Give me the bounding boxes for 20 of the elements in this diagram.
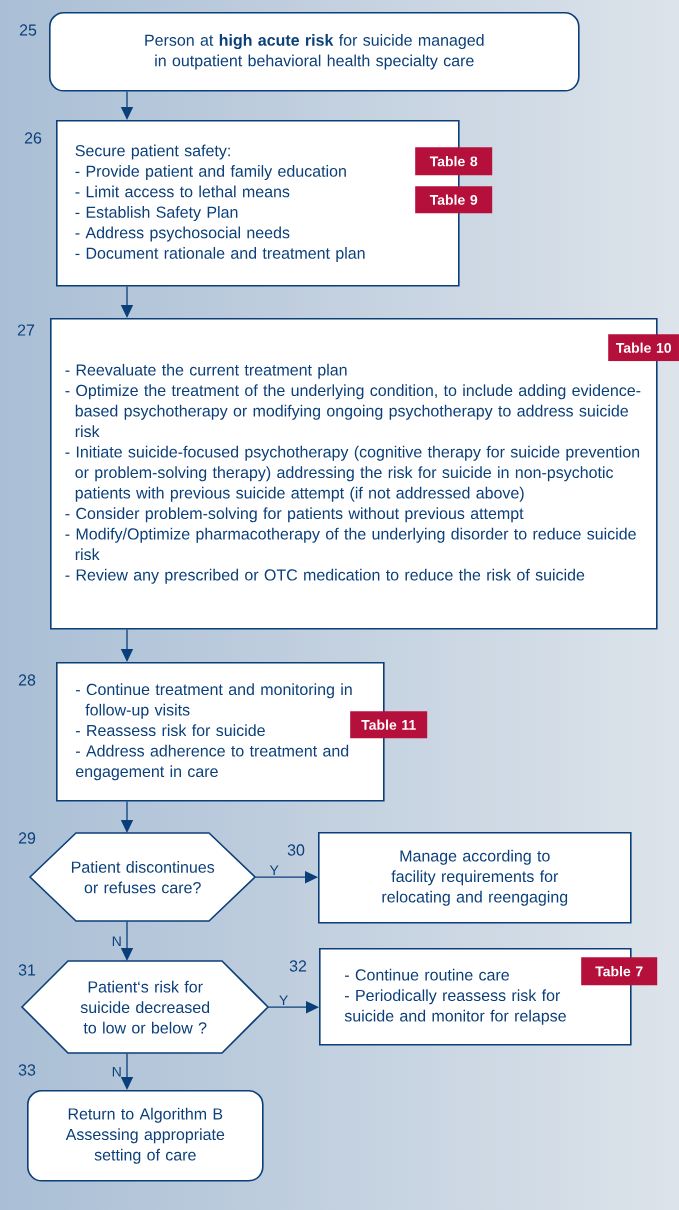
edge-label: N xyxy=(112,1066,121,1077)
table-reference-badge: Table 8 xyxy=(415,147,493,176)
edge-label: N xyxy=(112,936,121,946)
step-number: 27 xyxy=(17,324,35,336)
step-number: 31 xyxy=(18,964,36,976)
step-number: 28 xyxy=(18,674,36,686)
table-reference-badge: Table 9 xyxy=(415,186,493,214)
table-reference-badge: Table 7 xyxy=(581,957,658,986)
edge-label: Y xyxy=(279,995,288,1005)
step-number: 32 xyxy=(289,960,307,972)
process-box: Manage according to facility requirements for relocating and reengaging xyxy=(318,832,632,924)
table-reference-badge: Table 11 xyxy=(350,711,428,739)
step-number: 25 xyxy=(19,24,37,36)
terminal-box: Person at high acute risk for suicide managed in outpatient behavioral health specialty care xyxy=(49,12,580,92)
table-reference-badge: Table 10 xyxy=(608,334,679,362)
step-number: 26 xyxy=(24,132,42,144)
step-number: 33 xyxy=(18,1064,36,1076)
terminal-box: Return to Algorithm B Assessing appropriate setting of care xyxy=(27,1090,264,1182)
step-number: 30 xyxy=(287,844,305,856)
edge-label: Y xyxy=(269,865,279,875)
